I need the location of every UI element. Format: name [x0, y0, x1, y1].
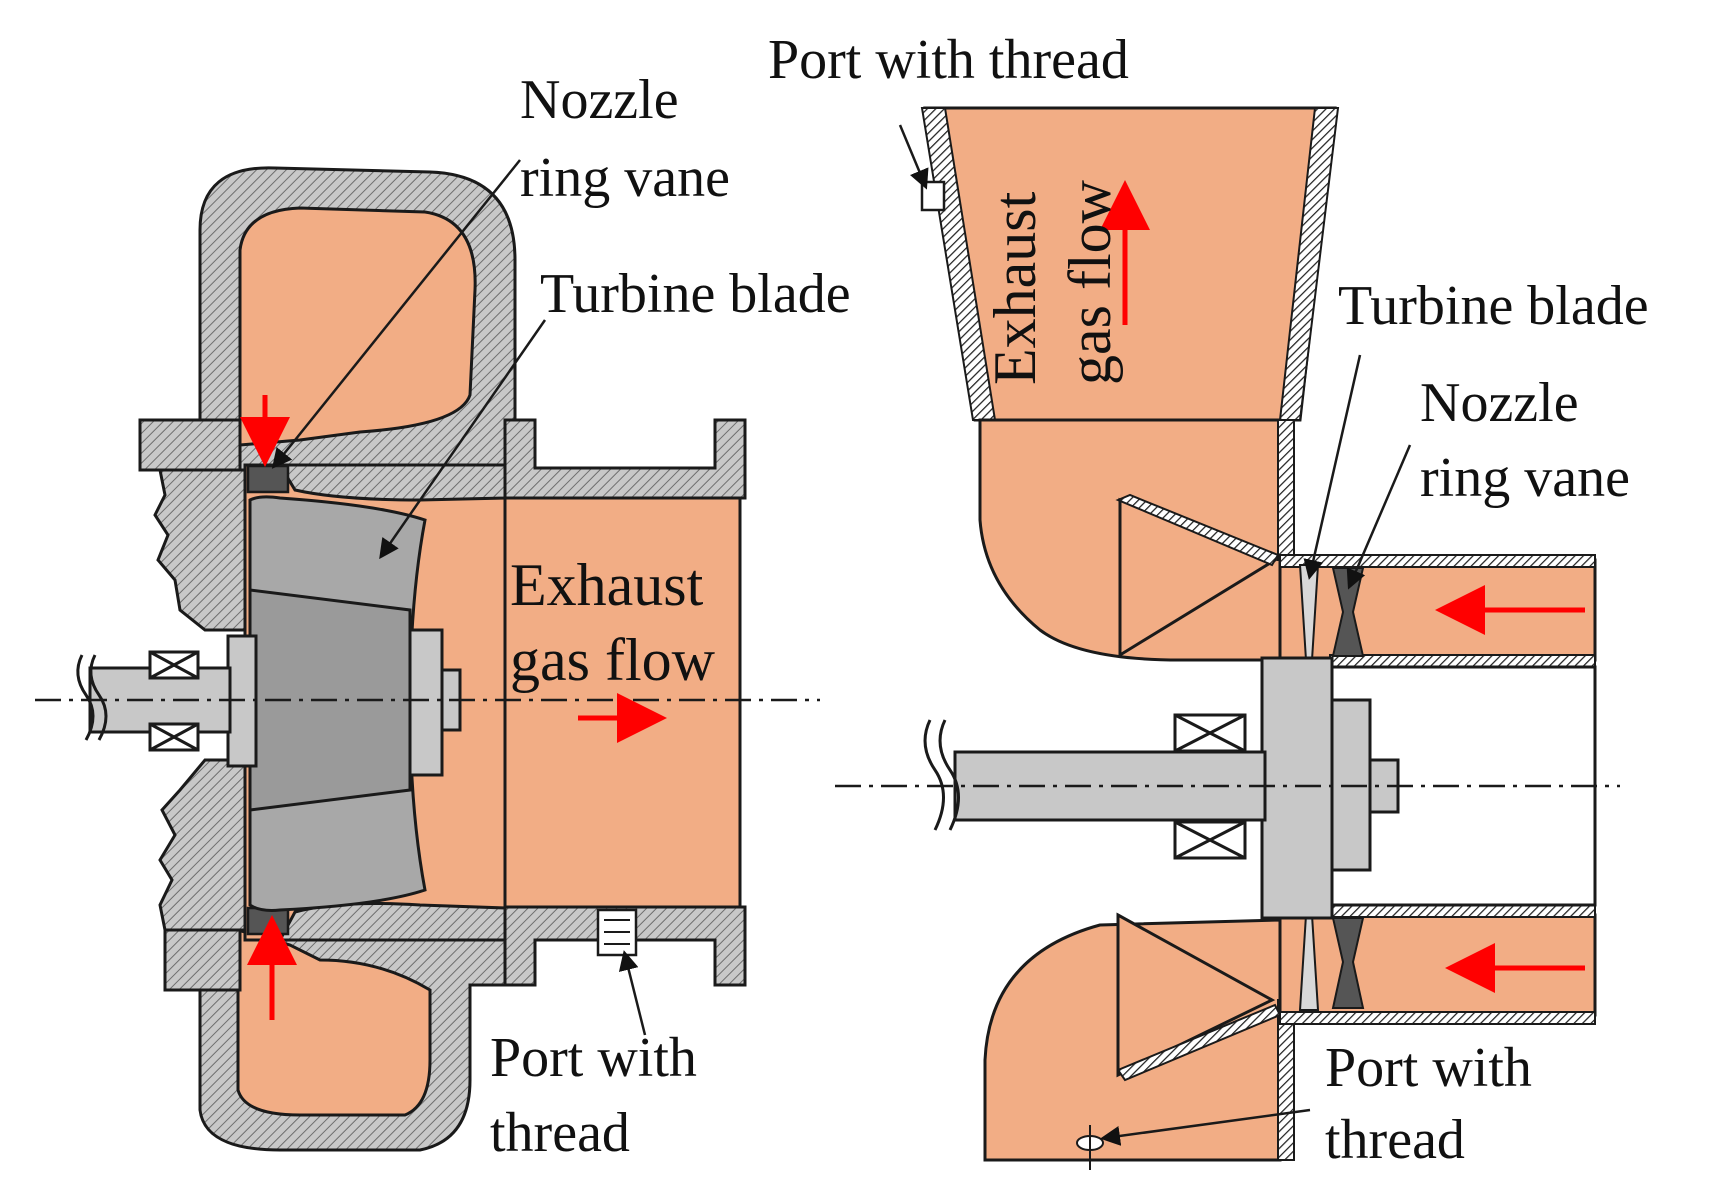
left-hub-nut — [408, 628, 444, 777]
right-leader-port-bottom — [1100, 1108, 1311, 1146]
left-volute-gas-top — [238, 206, 477, 447]
right-inlet-wall-upper-top — [1279, 554, 1596, 568]
left-bearing-housing-bottom — [158, 758, 247, 932]
left-leader-nozzle — [271, 159, 521, 469]
left-bearing-top — [148, 650, 200, 680]
right-leader-port-top — [898, 124, 929, 190]
left-nozzle-vane-bottom — [246, 906, 290, 936]
right-label-exhaust-line1: Exhaust — [982, 191, 1048, 385]
right-nozzle-vane-lower — [1331, 917, 1365, 1009]
right-inlet-wall-lower-bottom — [1279, 1011, 1596, 1025]
right-guide-upper-hatch — [1115, 493, 1280, 567]
right-leader-nozzle — [1346, 444, 1412, 590]
left-label-turbine-blade: Turbine blade — [540, 263, 851, 325]
right-label-port-line1: Port with — [1325, 1037, 1532, 1099]
left-outlet-flange-bottom — [503, 905, 747, 987]
left-bearing-bottom — [148, 722, 200, 752]
right-label-exhaust-line2: gas flow — [1057, 180, 1123, 385]
right-label-port-line2: thread — [1325, 1109, 1465, 1171]
left-leader-blade — [379, 319, 547, 560]
left-label-port-line2: thread — [490, 1102, 630, 1164]
right-turbine-disc — [1260, 656, 1334, 920]
left-outlet-flange-top — [503, 418, 747, 500]
left-nozzle-vane-top — [246, 464, 290, 494]
right-cone-wall-right — [1278, 107, 1340, 421]
right-inlet-duct-lower — [1278, 913, 1597, 1017]
left-leader-port — [618, 950, 647, 1036]
left-shroud-top — [277, 463, 507, 502]
right-inlet-wall-lower-top — [1329, 904, 1596, 918]
right-bearing-bottom — [1173, 820, 1247, 860]
left-bearing-housing-top — [153, 468, 247, 632]
right-label-nozzle-line1: Nozzle — [1420, 372, 1579, 434]
left-turbocharger-view — [35, 159, 820, 1152]
right-casing-wall-upper — [1277, 419, 1295, 561]
left-label-nozzle-line2: ring vane — [520, 147, 730, 209]
right-label-turbine-blade: Turbine blade — [1338, 275, 1649, 337]
left-volute-gas-bottom — [236, 928, 432, 1117]
left-label-exhaust-line2: gas flow — [510, 627, 715, 693]
right-inlet-wall-upper-bottom — [1329, 654, 1596, 668]
left-casing-flange-top — [138, 418, 242, 472]
left-shaft-break-mark — [76, 654, 108, 741]
left-label-nozzle-line1: Nozzle — [520, 69, 679, 131]
right-bearing-top — [1173, 713, 1247, 753]
right-shaft-break-mark — [923, 719, 960, 831]
right-leader-blade — [1303, 354, 1362, 580]
right-turbine-view — [835, 106, 1620, 1170]
left-label-port-line1: Port with — [490, 1027, 697, 1089]
left-label-exhaust-line1: Exhaust — [510, 552, 704, 618]
right-port-top — [920, 180, 946, 212]
left-casing-flange-bottom — [163, 928, 242, 992]
right-label-port-top: Port with thread — [768, 29, 1129, 91]
right-label-nozzle-line2: ring vane — [1420, 447, 1630, 509]
